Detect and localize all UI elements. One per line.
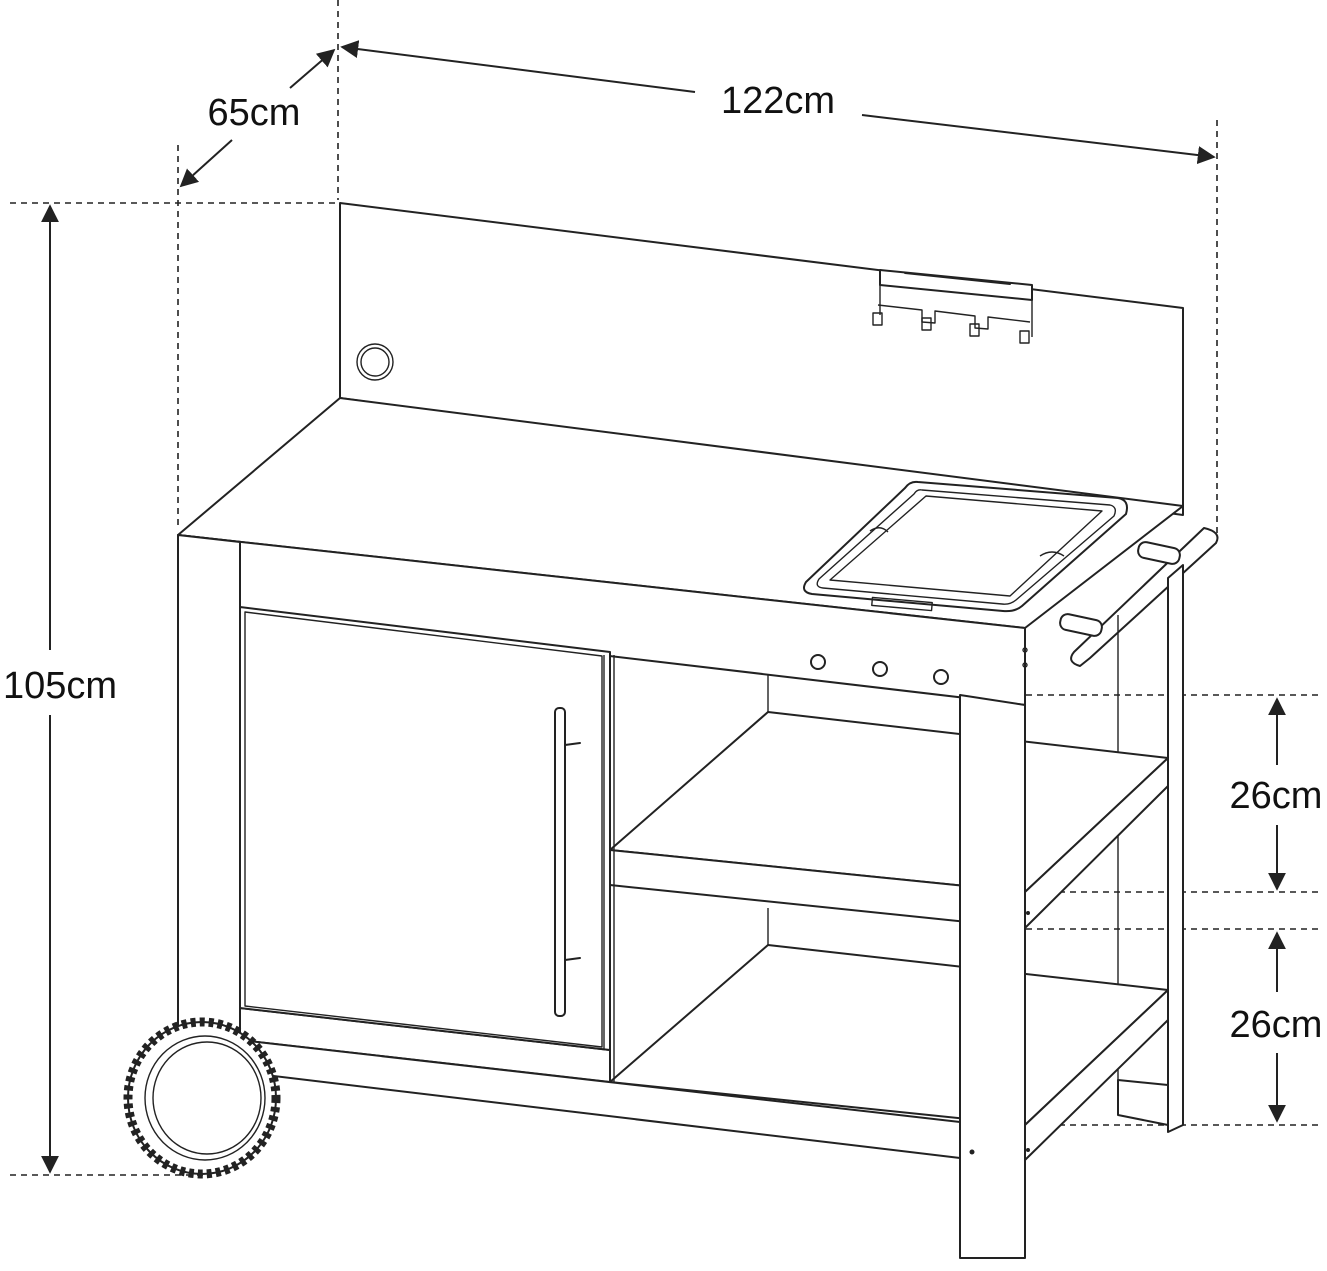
depth-dimension	[179, 48, 336, 188]
middle-shelf	[609, 711, 1169, 929]
shelf-gap-lower-label: 26cm	[1230, 1004, 1323, 1046]
shelf-gap-upper-label: 26cm	[1230, 775, 1323, 817]
front-left-leg	[177, 534, 241, 1041]
door-handle-icon	[554, 707, 566, 1017]
knob-icon	[933, 669, 949, 685]
knob-icon	[810, 654, 826, 670]
wheel-icon	[123, 1017, 281, 1179]
handle-icon	[871, 596, 933, 612]
bottom-shelf	[609, 944, 1169, 1161]
hole-icon	[356, 343, 394, 381]
cabinet-door	[244, 611, 603, 1048]
sink-basin	[803, 480, 1128, 613]
depth-label: 65cm	[208, 92, 301, 134]
height-label: 105cm	[3, 665, 117, 707]
cabinet	[177, 599, 615, 1083]
towel-bar	[1059, 527, 1219, 667]
knob-icon	[872, 661, 888, 677]
width-label: 122cm	[721, 80, 835, 122]
width-dimension	[340, 40, 1216, 165]
front-right-leg	[959, 694, 1030, 1259]
utensil-hook-rail	[872, 269, 1033, 344]
control-knobs	[810, 647, 1028, 685]
